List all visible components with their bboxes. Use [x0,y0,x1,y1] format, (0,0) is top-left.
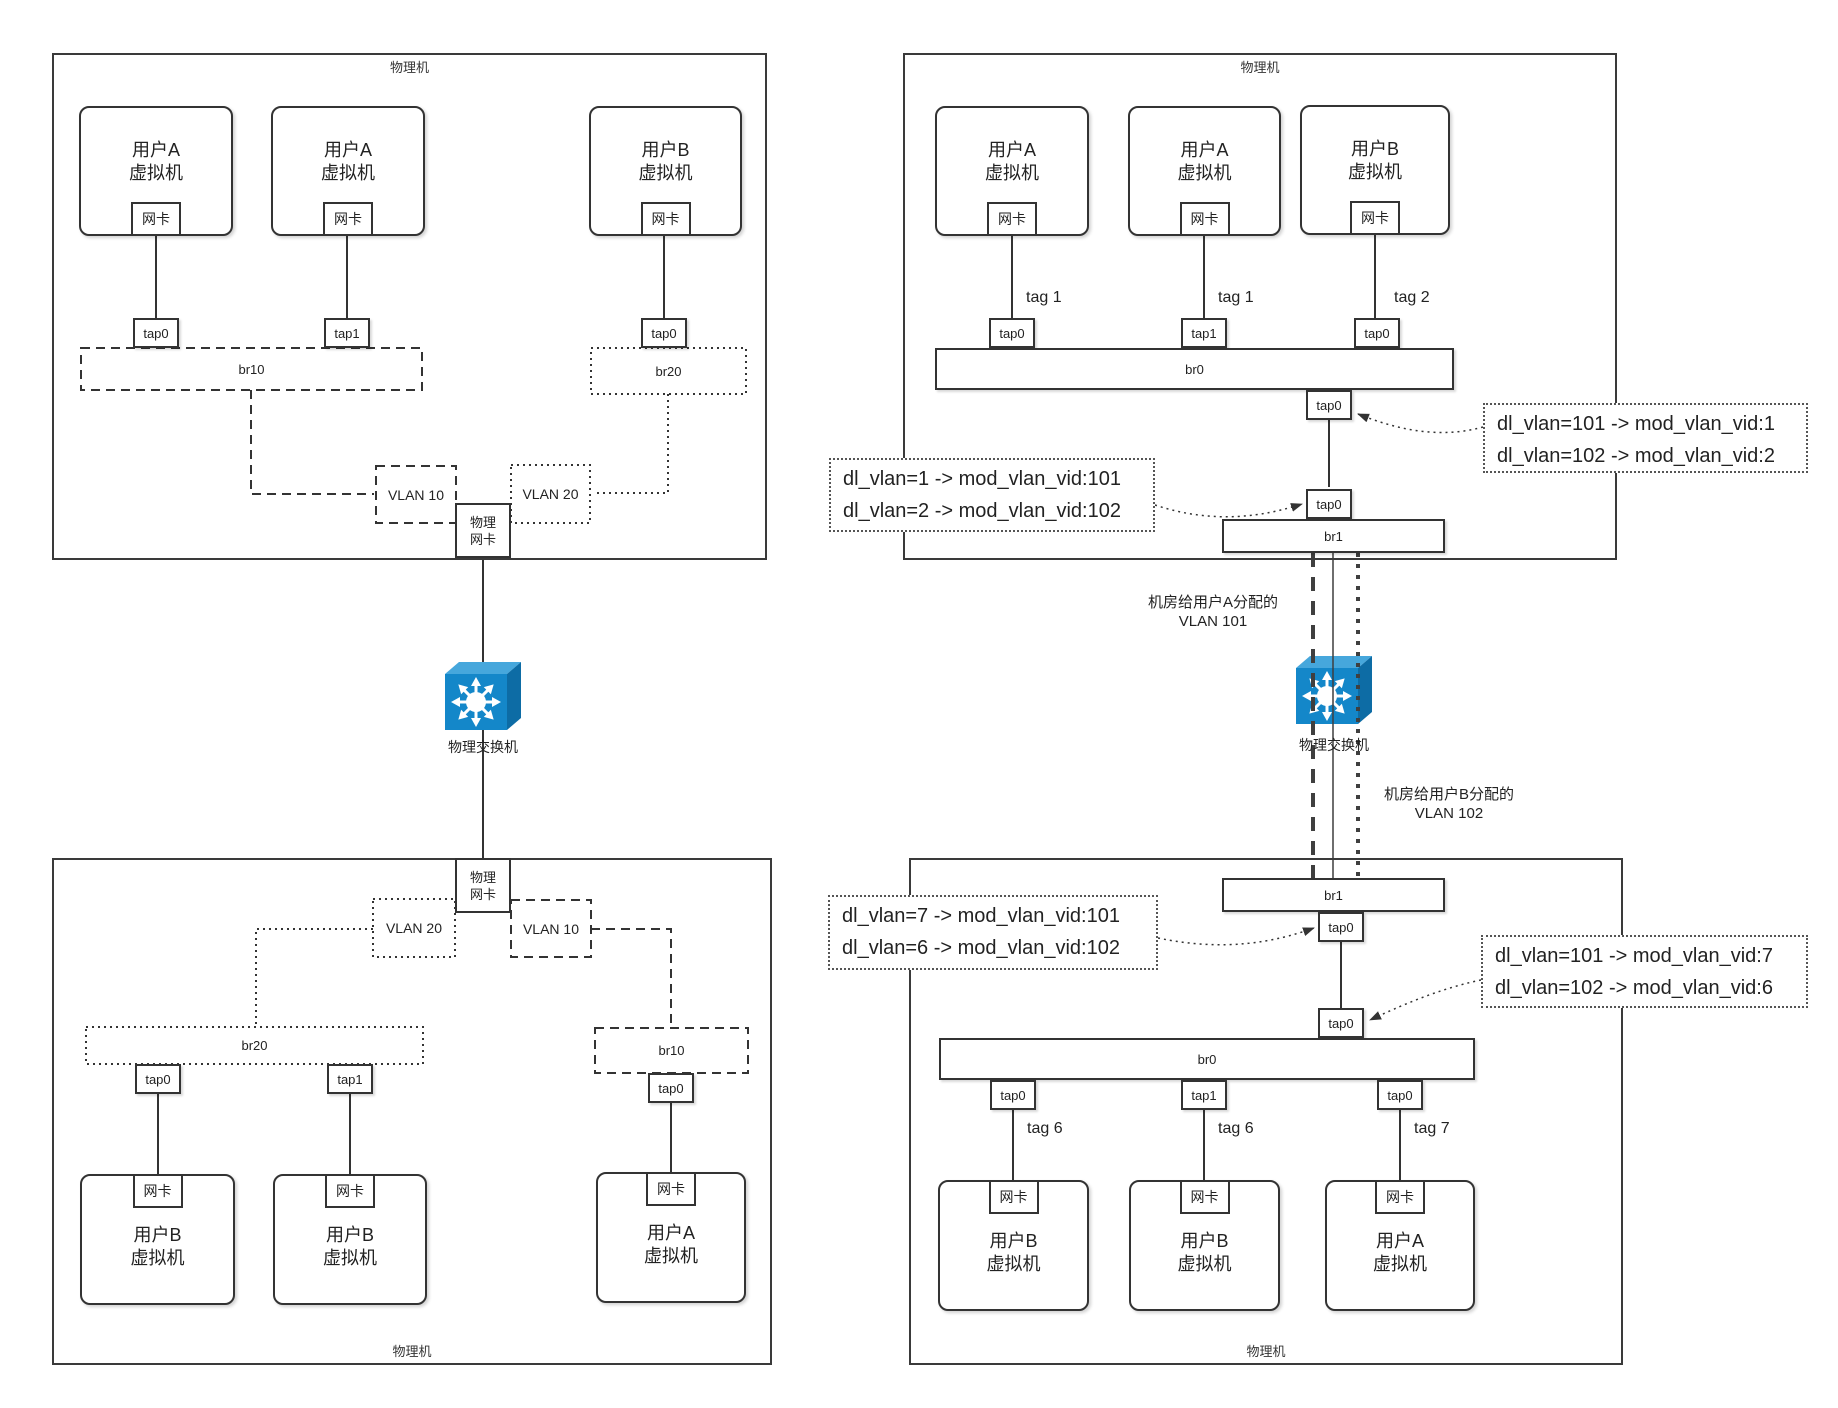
vm-nic: 网卡 [1350,201,1400,235]
physical-machine-top-right: 物理机 [903,53,1617,560]
bridge-br20-label: br20 [655,363,682,379]
bridge-br10-label: br10 [658,1043,685,1058]
physical-machine-top-left: 物理机 [52,53,767,560]
bridge-br1: br1 [1222,878,1445,912]
bridge-br0: br0 [935,348,1454,390]
bridge-br20-label: br20 [241,1038,268,1053]
vlan10-label: VLAN 10 [387,486,445,503]
bridge-br10-box [80,347,423,391]
vm-user-b: 用户B 虚拟机 网卡 [1129,1180,1280,1311]
tap-port: tap0 [641,318,687,348]
tap-port-patch-upper: tap0 [1306,390,1352,420]
bridge-br1: br1 [1222,519,1445,553]
physical-machine-bottom-left: 物理机 [52,858,772,1365]
vm-user-a: 用户A 虚拟机 网卡 [935,106,1089,236]
tap-port: tap1 [1181,1080,1227,1110]
room-vlan102-note: 机房给用户B分配的 VLAN 102 [1383,786,1514,822]
tap-port: tap0 [135,1064,181,1094]
tap-port: tap0 [133,318,179,348]
vlan20-box [510,464,591,524]
flow-rules-vlan-to-vm-bottom: dl_vlan=101 -> mod_vlan_vid:7 dl_vlan=10… [1481,935,1808,1008]
link-vlan20-br20 [255,928,373,1025]
bridge-br0: br0 [939,1038,1475,1080]
arrow-rules-to-tap [1369,979,1482,1021]
physical-switch-icon-right [1296,656,1372,724]
vm-nic: 网卡 [132,1174,183,1208]
tap-port: tap1 [324,318,370,348]
bridge-br10-box [594,1027,749,1074]
bridge-br10-label: br10 [238,361,265,377]
machine-title: 物理机 [1240,60,1280,75]
bridge-br20-box [85,1026,424,1065]
machine-title: 物理机 [389,60,429,75]
tap-port-patch-lower: tap0 [1306,489,1352,519]
machine-title: 物理机 [392,1344,432,1359]
tap-port: tap0 [1354,318,1400,348]
vm-user-a: 用户A 虚拟机 网卡 [79,106,233,236]
vm-nic: 网卡 [646,1172,696,1206]
vm-nic: 网卡 [325,1174,375,1208]
vm-user-a: 用户A 虚拟机 网卡 [271,106,425,236]
physical-nic: 物理 网卡 [455,858,511,913]
vlan20-label: VLAN 20 [385,920,443,936]
machine-title: 物理机 [1246,1344,1286,1359]
tap-port-patch-upper: tap0 [1318,912,1364,942]
tap-port: tap0 [1377,1080,1423,1110]
vm-user-a: 用户A 虚拟机 网卡 [1128,106,1281,236]
tap-port: tap0 [648,1073,694,1103]
vlan-tag-label: tag 7 [1414,1120,1450,1137]
link-br10-vlan10 [250,390,374,495]
vlan-tag-label: tag 1 [1218,289,1254,306]
vlan20-label: VLAN 20 [522,486,579,502]
physical-machine-bottom-right: 物理机 [909,858,1623,1365]
tap-port-patch-lower: tap0 [1318,1008,1364,1038]
tap-port: tap0 [989,318,1035,348]
vm-nic: 网卡 [1179,1180,1230,1214]
vm-user-b: 用户B 虚拟机 网卡 [589,106,742,236]
vm-user-b: 用户B 虚拟机 网卡 [80,1174,235,1305]
vlan-tag-label: tag 6 [1218,1120,1254,1137]
link-vlan10-br10 [591,928,672,1026]
flow-rules-vm-to-vlan-bottom: dl_vlan=7 -> mod_vlan_vid:101 dl_vlan=6 … [828,895,1158,970]
vm-user-a: 用户A 虚拟机 网卡 [596,1172,746,1303]
bridge-br20-box [590,347,747,395]
vm-nic: 网卡 [1375,1180,1425,1214]
vm-user-b: 用户B 虚拟机 网卡 [1300,105,1450,235]
flow-rules-vm-to-vlan-top: dl_vlan=1 -> mod_vlan_vid:101 dl_vlan=2 … [829,458,1155,532]
physical-switch-icon-left [445,662,521,730]
vm-user-b: 用户B 虚拟机 网卡 [273,1174,427,1305]
vm-nic: 网卡 [988,1180,1039,1214]
tap-port: tap0 [990,1080,1036,1110]
vm-nic: 网卡 [131,202,181,236]
room-vlan101-note: 机房给用户A分配的 VLAN 101 [1147,594,1278,630]
flow-rules-vlan-to-vm-top: dl_vlan=101 -> mod_vlan_vid:1 dl_vlan=10… [1483,403,1808,473]
vm-nic: 网卡 [1179,202,1230,236]
tap-port: tap1 [1181,318,1227,348]
vlan-tag-label: tag 6 [1027,1120,1063,1137]
vlan10-box [510,899,592,958]
physical-switch-label: 物理交换机 [448,739,518,755]
vm-user-a: 用户A 虚拟机 网卡 [1325,1180,1475,1311]
vm-nic: 网卡 [987,202,1037,236]
vlan10-label: VLAN 10 [522,920,580,937]
physical-nic: 物理 网卡 [455,503,511,558]
vlan-tag-label: tag 1 [1026,289,1062,306]
vlan-tag-label: tag 2 [1394,289,1430,306]
tap-port: tap1 [327,1064,373,1094]
vm-user-b: 用户B 虚拟机 网卡 [938,1180,1089,1311]
vm-nic: 网卡 [323,202,373,236]
vlan10-box [375,465,457,524]
physical-switch-label: 物理交换机 [1299,737,1369,753]
vlan20-box [372,898,456,958]
vm-nic: 网卡 [640,202,691,236]
